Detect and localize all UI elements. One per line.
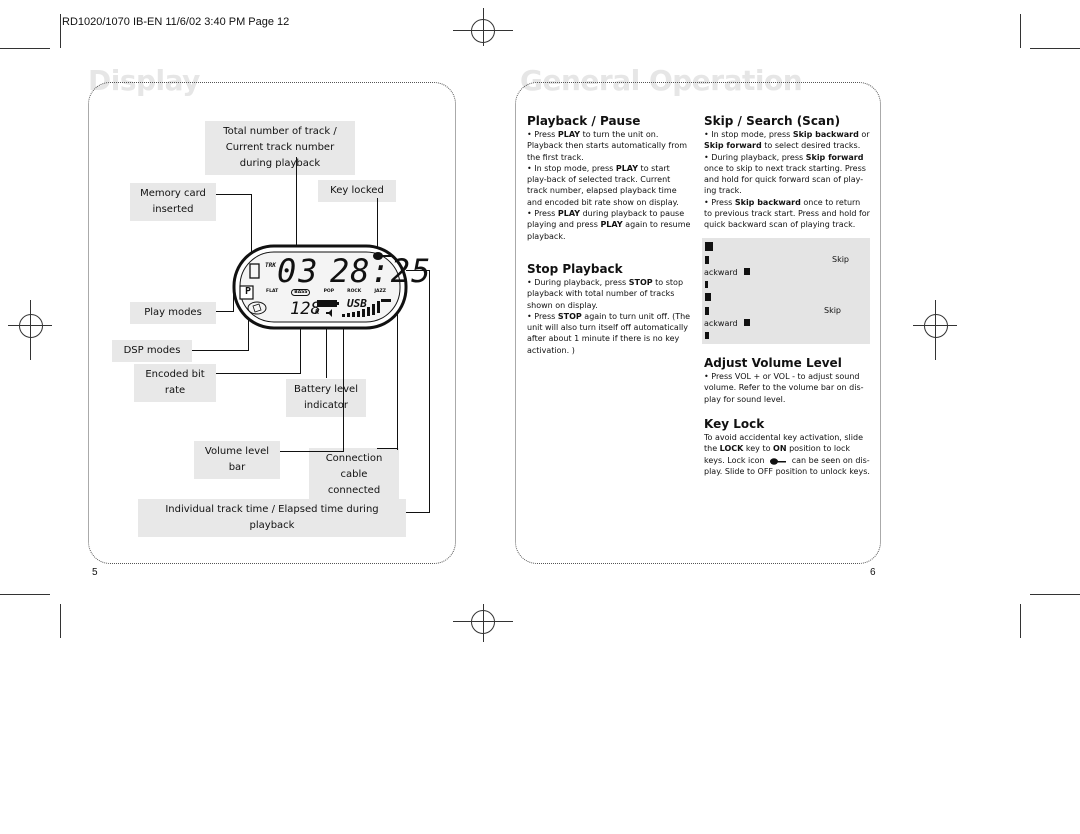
lcd-p: P <box>245 286 252 297</box>
heading-key-lock: Key Lock <box>704 417 765 431</box>
note-glyph <box>705 293 711 301</box>
page-number-right: 6 <box>870 567 876 578</box>
label-individual-track-time: Individual track time / Elapsed time dur… <box>138 499 406 537</box>
dsp-rock: ROCK <box>347 289 362 294</box>
playback-item-3: • Press PLAY during playback to pause pl… <box>527 209 691 241</box>
lcd-bitrate: 128 <box>290 299 321 319</box>
note-glyph <box>705 307 709 315</box>
keylock-text-before: To avoid accidental key activation, slid… <box>704 433 864 465</box>
label-key-locked: Key locked <box>318 180 396 202</box>
volume-text: • Press VOL + or VOL - to adjust sound v… <box>704 372 864 404</box>
stop-item-1: • During playback, press STOP to stop pl… <box>527 278 684 310</box>
display-panel <box>88 82 456 564</box>
stop-item-2: • Press STOP again to turn unit off. (Th… <box>527 311 691 355</box>
playback-item-2: • In stop mode, press PLAY to start play… <box>527 163 679 207</box>
memory-card-icon <box>249 263 260 279</box>
dsp-pop: POP <box>323 289 334 294</box>
heading-playback-pause: Playback / Pause <box>527 114 641 128</box>
lcd-dsp-row: FLAT BASS POP ROCK JAZZ <box>266 289 386 296</box>
note-glyph <box>705 242 713 251</box>
lcd-display: TRK 03 28:25 P 128 K USB FLAT BASS POP R… <box>232 244 430 330</box>
note-skip-2: Skip <box>824 306 842 315</box>
print-header: RD1020/1070 IB-EN 11/6/02 3:40 PM Page 1… <box>62 16 290 28</box>
lcd-time: 28:25 <box>330 252 432 290</box>
lcd-k: K <box>315 308 320 316</box>
label-total-tracks: Total number of track / Current track nu… <box>205 121 355 175</box>
lock-icon <box>770 457 787 465</box>
skip-item-3: • Press Skip backward once to return to … <box>704 197 870 230</box>
note-glyph <box>744 319 750 326</box>
volume-bar <box>342 301 380 317</box>
p-box-icon <box>239 285 254 300</box>
cable-icon <box>381 299 391 302</box>
key-lock-icon <box>373 252 391 260</box>
note-box: Skip ackward Skip ackward <box>702 238 870 344</box>
label-volume-level-bar: Volume level bar <box>194 441 280 479</box>
dsp-jazz: JAZZ <box>374 289 386 294</box>
lcd-trk-label: TRK <box>265 262 276 269</box>
note-backward-2: ackward <box>704 319 738 328</box>
heading-stop-playback: Stop Playback <box>527 262 623 276</box>
label-connection-cable: Connection cable connected <box>309 448 399 502</box>
heading-skip-search: Skip / Search (Scan) <box>704 114 841 128</box>
page-title-general-operation: General Operation <box>520 64 803 97</box>
note-backward-1: ackward <box>704 268 738 277</box>
page-number-left: 5 <box>92 567 98 578</box>
dsp-flat: FLAT <box>266 289 279 294</box>
label-memory-card: Memory card inserted <box>130 183 216 221</box>
label-play-modes: Play modes <box>130 302 216 324</box>
dsp-bass: BASS <box>291 289 311 296</box>
lcd-outline <box>232 244 408 330</box>
skip-item-2: • During playback, press Skip forward on… <box>704 152 866 196</box>
lcd-usb: USB <box>347 297 367 310</box>
playback-item-1: • Press PLAY to turn the unit on. Playba… <box>527 130 688 162</box>
stop-text: • During playback, press STOP to stop pl… <box>527 277 691 356</box>
keylock-text-after: can be seen on dis-play. Slide to OFF po… <box>704 455 870 476</box>
label-dsp-modes: DSP modes <box>112 340 192 362</box>
skip-text: • In stop mode, press Skip backward or S… <box>704 129 870 231</box>
play-mode-icon <box>247 301 267 315</box>
note-glyph <box>705 281 708 288</box>
label-battery-level: Battery level indicator <box>286 379 366 417</box>
keylock-text: To avoid accidental key activation, slid… <box>704 432 872 477</box>
heading-adjust-volume: Adjust Volume Level <box>704 356 842 370</box>
label-encoded-bit-rate: Encoded bit rate <box>134 364 216 402</box>
playback-text: • Press PLAY to turn the unit on. Playba… <box>527 129 691 242</box>
operation-panel <box>515 82 881 564</box>
speaker-icon <box>326 309 332 317</box>
skip-item-1: • In stop mode, press Skip backward or S… <box>704 130 870 151</box>
lcd-track-number: 03 <box>277 252 320 290</box>
note-glyph <box>705 332 709 339</box>
battery-icon <box>317 300 339 307</box>
note-glyph <box>705 256 709 264</box>
note-glyph <box>744 268 750 275</box>
note-skip-1: Skip <box>832 255 850 264</box>
